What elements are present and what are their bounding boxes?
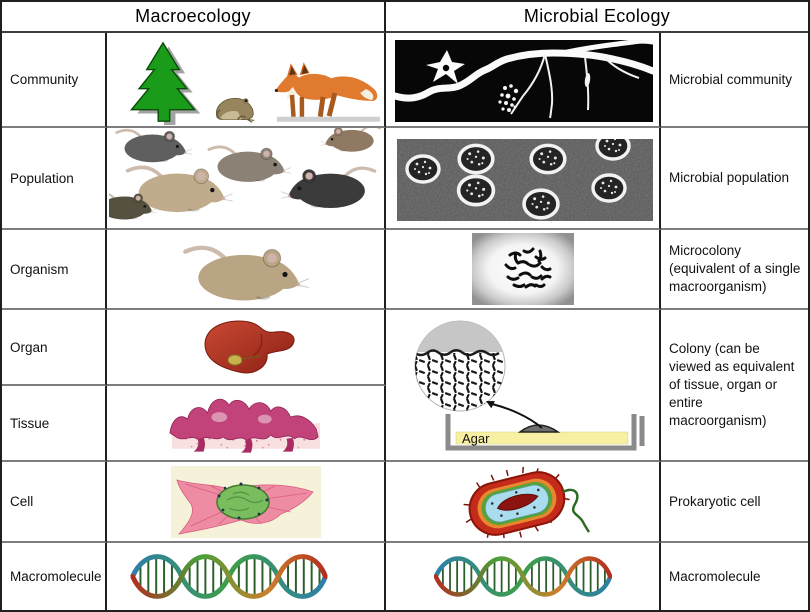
microcolonies-micrograph-icon (397, 139, 653, 221)
tissue-macro-image (107, 386, 386, 462)
header-macroecology-label: Macroecology (135, 6, 251, 26)
macromolecule-macro-image (107, 543, 386, 610)
fox-icon (274, 62, 381, 122)
row-label-population: Population (2, 128, 107, 230)
microcolony-label: Microcolony (equivalent of a single macr… (669, 243, 801, 294)
microbial-population-label: Microbial population (669, 170, 790, 186)
organism-label: Organism (10, 261, 69, 277)
population-label: Population (10, 170, 74, 186)
hyphae-network-icon (395, 40, 653, 122)
row-label-cell: Cell (2, 462, 107, 543)
frog-icon (216, 97, 255, 123)
organ-label: Organ (10, 339, 48, 355)
community-label: Community (10, 72, 79, 87)
row-label-macromolecule-micro: Macromolecule (661, 543, 808, 610)
row-label-prokaryotic-cell: Prokaryotic cell (661, 462, 808, 543)
row-label-organ: Organ (2, 310, 107, 386)
row-label-macromolecule: Macromolecule (2, 543, 107, 610)
macromolecule-label: Macromolecule (10, 569, 102, 584)
cell-macro-image (107, 462, 386, 543)
organ-macro-image (107, 310, 386, 386)
row-label-microcolony: Microcolony (equivalent of a single macr… (661, 230, 808, 310)
row-label-tissue: Tissue (2, 386, 107, 462)
row-label-organism: Organism (2, 230, 107, 310)
liver-icon (203, 320, 294, 374)
mouse-icon (181, 234, 311, 304)
agar-label: Agar (462, 431, 490, 446)
prokaryotic-cell-icon (463, 466, 590, 538)
organism-macro-image (107, 230, 386, 310)
population-macro-image (107, 128, 386, 230)
eukaryotic-cell-icon (170, 465, 321, 538)
histology-section-icon (168, 398, 320, 453)
macromolecule-micro-image (386, 543, 661, 610)
header-microbial-ecology-label: Microbial Ecology (523, 6, 671, 26)
organ-tissue-micro-image: Agar (386, 310, 661, 462)
community-micro-image (386, 33, 661, 128)
organism-micro-image (386, 230, 661, 310)
microbial-community-label: Microbial community (669, 71, 793, 87)
header-macroecology: Macroecology (2, 2, 386, 33)
microcolony-icon (471, 233, 574, 305)
dna-helix-icon (129, 546, 329, 607)
community-macro-image (107, 33, 386, 128)
tissue-label: Tissue (10, 415, 50, 431)
colony-agar-magnifier-icon: Agar (414, 320, 645, 451)
cell-label: Cell (10, 494, 34, 509)
row-label-microbial-community: Microbial community (661, 33, 808, 128)
row-label-microbial-population: Microbial population (661, 128, 808, 230)
header-microbial-ecology: Microbial Ecology (386, 2, 808, 33)
colony-label: Colony (can be viewed as equivalent of t… (669, 341, 795, 428)
population-micro-image (386, 128, 661, 230)
row-label-community: Community (2, 33, 107, 128)
prokaryotic-cell-label: Prokaryotic cell (669, 493, 761, 509)
mice-collage-icon (109, 128, 381, 221)
row-label-colony: Colony (can be viewed as equivalent of t… (661, 310, 808, 462)
cell-micro-image (386, 462, 661, 543)
dna-helix-icon (434, 546, 612, 607)
tree-icon (129, 41, 201, 125)
macromolecule-micro-label: Macromolecule (669, 568, 761, 584)
